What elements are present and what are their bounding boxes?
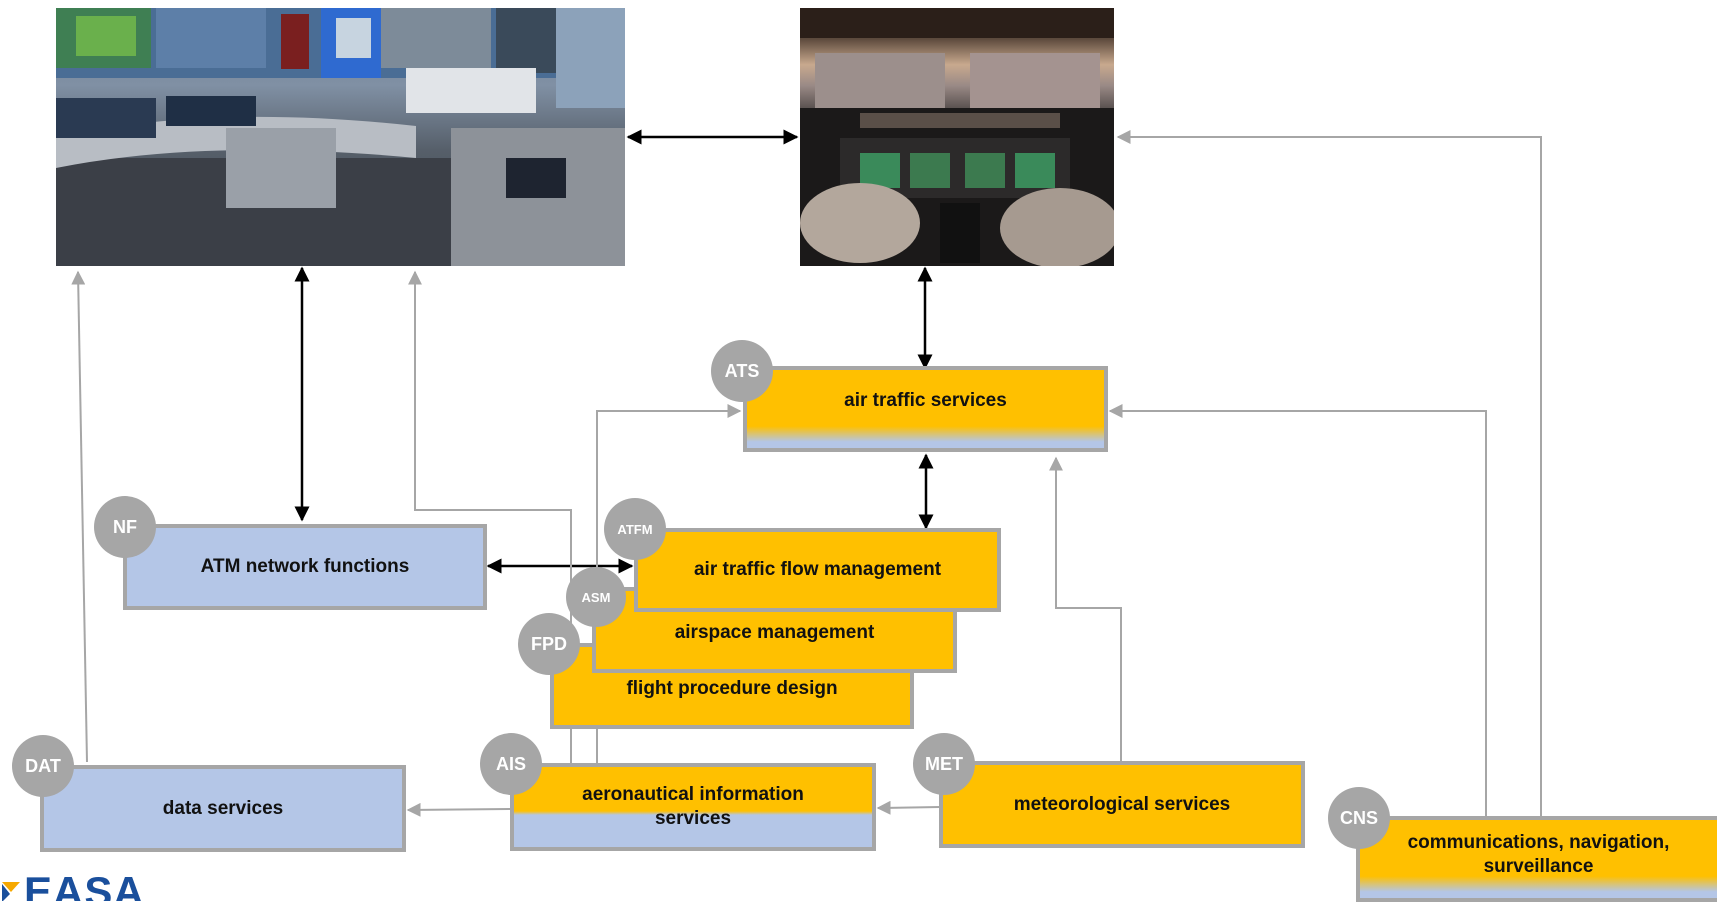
badge-met: MET — [913, 733, 975, 795]
box-fpd-label: flight procedure design — [626, 678, 838, 699]
badge-ais: AIS — [480, 733, 542, 795]
link-met-ats — [1049, 456, 1122, 764]
box-atfm: air traffic flow management — [634, 528, 1001, 612]
badge-ats: ATS — [711, 340, 773, 402]
operations-center-photo — [56, 8, 625, 266]
cockpit-photo — [800, 8, 1114, 266]
box-atfm-label: air traffic flow management — [693, 559, 942, 581]
box-dat-label: data services — [162, 797, 284, 819]
box-ais-label: aeronautical information services — [582, 784, 804, 829]
badge-atfm: ATFM — [604, 498, 666, 560]
link-dat-ops — [71, 270, 88, 763]
easa-logo-text: EASA — [24, 868, 145, 901]
link-ais-dat — [406, 802, 512, 817]
box-ats-label: air traffic services — [844, 390, 1007, 412]
badge-nf: NF — [94, 496, 156, 558]
box-met-label: meteorological services — [1013, 793, 1231, 815]
box-ats: air traffic services — [743, 366, 1108, 452]
link-met-ais — [876, 800, 941, 815]
badge-fpd: FPD — [518, 613, 580, 675]
link-cns-ats — [1108, 404, 1487, 818]
badge-cns: CNS — [1328, 787, 1390, 849]
link-ais-ops — [408, 270, 572, 764]
box-dat: data services — [40, 765, 406, 852]
box-asm-label: airspace management — [674, 622, 875, 643]
easa-logo: EASA — [0, 868, 180, 901]
box-nf-label: ATM network functions — [200, 556, 410, 578]
box-nf: ATM network functions — [123, 524, 487, 610]
badge-asm: ASM — [566, 567, 626, 627]
box-ais: aeronautical information services — [510, 763, 876, 851]
badge-dat: DAT — [12, 735, 74, 797]
box-met: meteorological services — [939, 761, 1305, 848]
link-cns-cockpit — [1116, 130, 1542, 818]
box-cns: communications, navigation, surveillance — [1356, 816, 1717, 902]
box-cns-label: communications, navigation, surveillance — [1407, 832, 1670, 877]
easa-logo-mark — [2, 882, 20, 901]
